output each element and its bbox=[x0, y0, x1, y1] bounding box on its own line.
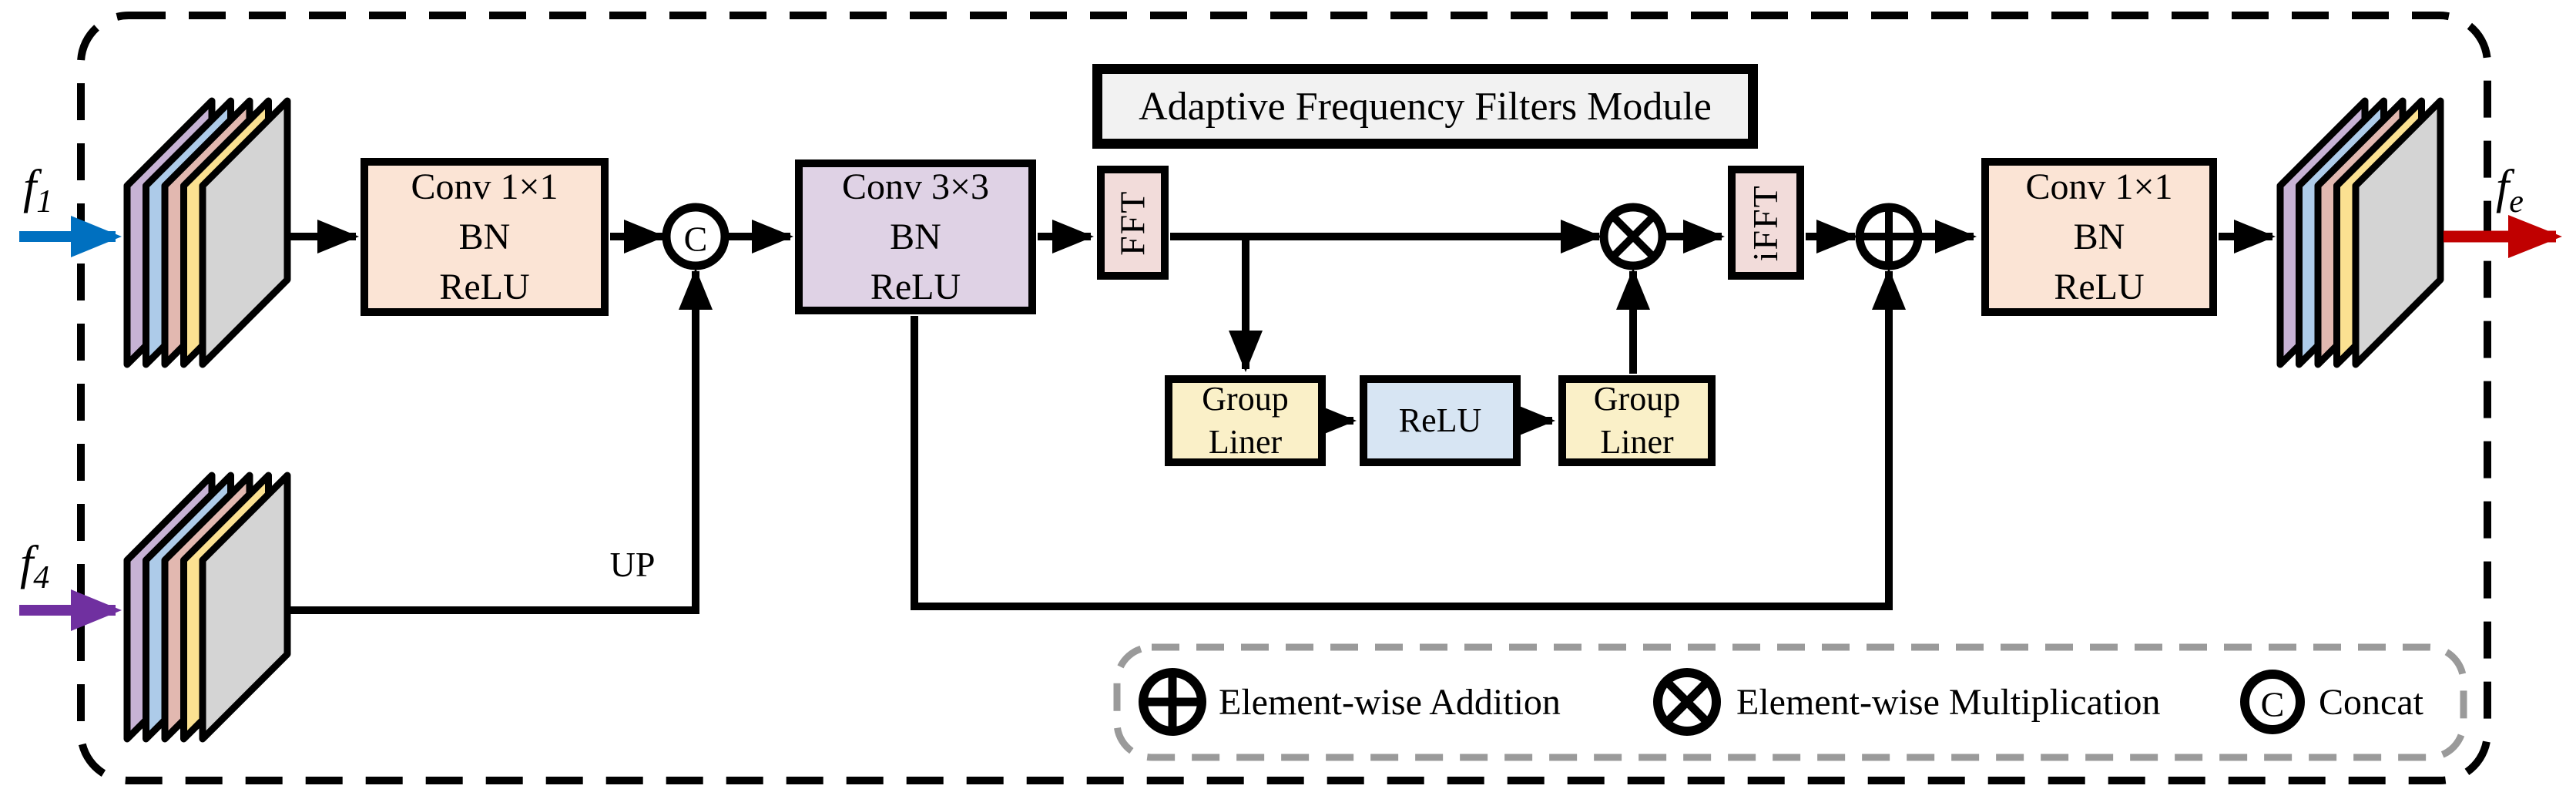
conv1x1-left-block: Conv 1×1 BN ReLU bbox=[361, 158, 609, 316]
fft-block: FFT bbox=[1097, 166, 1169, 280]
conv3x3-line1: Conv 3×3 bbox=[841, 166, 990, 207]
relu-label: ReLU bbox=[1398, 401, 1482, 439]
module-title-text: Adaptive Frequency Filters Module bbox=[1139, 84, 1712, 129]
edge-skip-conv3-to-add bbox=[911, 268, 1906, 610]
conv1x1-left-line3: ReLU bbox=[439, 267, 530, 308]
module-title: Adaptive Frequency Filters Module bbox=[1092, 64, 1758, 149]
upsample-edge-label: UP bbox=[609, 545, 656, 584]
f4-input-label: f4 bbox=[20, 539, 49, 594]
f4-base: f bbox=[20, 537, 34, 589]
conv1x1-right-line2: BN bbox=[2073, 216, 2125, 257]
group-liner-left-line2: Liner bbox=[1208, 423, 1283, 461]
conv3x3-block: Conv 3×3 BN ReLU bbox=[795, 159, 1036, 314]
concat-circle-icon bbox=[662, 203, 730, 270]
f1-input-label: f1 bbox=[23, 163, 52, 218]
legend-multiply-diagonal-2 bbox=[1665, 680, 1709, 723]
legend-concat-circle bbox=[2240, 670, 2305, 734]
conv3x3-line2: BN bbox=[890, 216, 941, 257]
concat-symbol-text: C bbox=[684, 220, 708, 259]
conv1x1-right-line3: ReLU bbox=[2054, 267, 2145, 308]
conv1x1-right-line1: Conv 1×1 bbox=[2025, 166, 2173, 207]
fe-output-label: fe bbox=[2496, 163, 2524, 218]
legend-label-concat: Concat bbox=[2319, 682, 2423, 723]
group-liner-left-block: Group Liner bbox=[1165, 375, 1326, 466]
input-feature-stack-f4 bbox=[127, 475, 287, 739]
elementwise-add-node bbox=[1855, 203, 1923, 270]
legend-label-multiplication: Element-wise Multiplication bbox=[1736, 682, 2161, 723]
fft-label: FFT bbox=[1112, 190, 1152, 256]
conv1x1-left-line1: Conv 1×1 bbox=[411, 166, 558, 207]
elementwise-multiply-node bbox=[1599, 203, 1667, 270]
conv1x1-left-line2: BN bbox=[458, 216, 511, 257]
legend-plus-circle-icon bbox=[1139, 668, 1206, 736]
input-feature-stack-f1 bbox=[127, 101, 287, 364]
legend-dashed-border bbox=[1113, 643, 2467, 761]
legend-concat-symbol-text: C bbox=[2261, 685, 2285, 724]
f4-subscript: 4 bbox=[33, 559, 50, 596]
module-dashed-border bbox=[77, 12, 2491, 784]
conv3x3-line3: ReLU bbox=[870, 267, 961, 308]
group-liner-left-line1: Group bbox=[1202, 379, 1289, 418]
edge-up-f4-to-concat bbox=[290, 268, 713, 614]
legend-times-circle-icon bbox=[1653, 668, 1721, 736]
ifft-block: iFFT bbox=[1728, 166, 1804, 280]
group-liner-right-line2: Liner bbox=[1600, 423, 1674, 461]
legend-label-addition: Element-wise Addition bbox=[1219, 682, 1561, 723]
group-liner-right-line1: Group bbox=[1593, 379, 1681, 418]
f1-subscript: 1 bbox=[36, 183, 53, 220]
fe-base: f bbox=[2496, 161, 2510, 213]
f1-base: f bbox=[23, 161, 37, 213]
fe-subscript: e bbox=[2509, 183, 2524, 220]
output-feature-stack bbox=[2280, 101, 2440, 364]
legend-c-circle-icon: C bbox=[2240, 670, 2305, 734]
multiply-diagonal-2 bbox=[1612, 215, 1655, 258]
conv1x1-right-block: Conv 1×1 BN ReLU bbox=[1981, 158, 2217, 316]
relu-block: ReLU bbox=[1360, 375, 1521, 466]
ifft-label: iFFT bbox=[1746, 183, 1786, 262]
concat-node: C bbox=[662, 203, 730, 270]
group-liner-right-block: Group Liner bbox=[1558, 375, 1716, 466]
